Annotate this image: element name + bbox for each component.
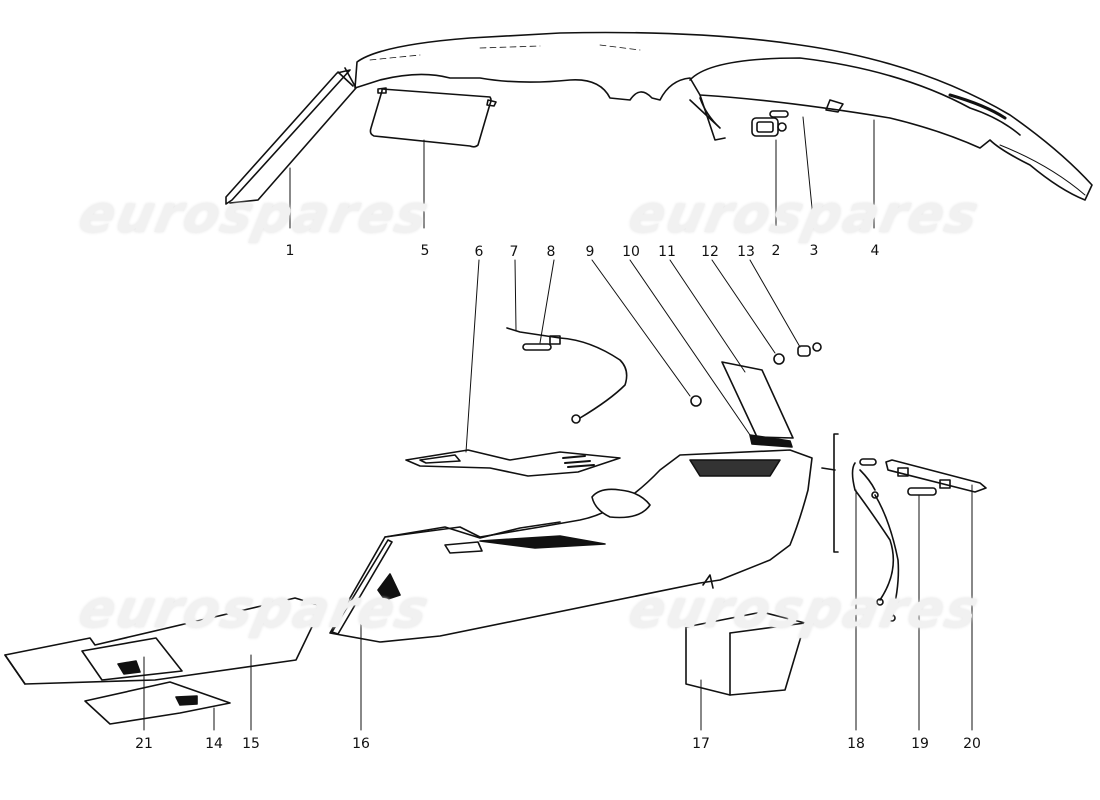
- storage-bin: [685, 611, 806, 696]
- callout-13: 13: [737, 244, 755, 260]
- callout-14: 14: [205, 736, 223, 752]
- console-tray-plate: [405, 449, 621, 477]
- callout-15: 15: [242, 736, 260, 752]
- callout-11: 11: [658, 244, 676, 260]
- light-bar: [885, 459, 987, 493]
- watermark: eurospares: [623, 580, 986, 640]
- callout-17: 17: [692, 736, 710, 752]
- floor-panel: [4, 597, 323, 685]
- light-lens: [769, 110, 789, 118]
- armrest-lid: [721, 361, 794, 448]
- callout-9: 9: [585, 244, 595, 260]
- callout-12: 12: [701, 244, 719, 260]
- callout-3: 3: [809, 243, 819, 259]
- watermark: eurospares: [73, 580, 436, 640]
- wiring-harness: [506, 327, 628, 424]
- callout-21: 21: [135, 736, 153, 752]
- lower-bracket: [84, 681, 231, 725]
- callout-7: 7: [509, 244, 519, 260]
- screw: [797, 342, 822, 357]
- callout-8: 8: [546, 244, 556, 260]
- callout-6: 6: [474, 244, 484, 260]
- callout-19: 19: [911, 736, 929, 752]
- watermark: eurospares: [623, 185, 986, 245]
- small-lens: [907, 487, 937, 496]
- callout-18: 18: [847, 736, 865, 752]
- sun-visor: [369, 87, 497, 148]
- a-pillar-trim: [225, 67, 357, 205]
- washer: [773, 353, 785, 365]
- callout-2: 2: [771, 243, 781, 259]
- callout-5: 5: [420, 243, 430, 259]
- callout-10: 10: [622, 244, 640, 260]
- watermark: eurospares: [73, 185, 436, 245]
- grommet: [690, 395, 702, 407]
- callout-1: 1: [285, 243, 295, 259]
- cable-harness: [851, 458, 900, 622]
- callout-4: 4: [870, 243, 880, 259]
- group-bracket: [821, 433, 839, 553]
- leader-lines: [143, 116, 973, 731]
- callout-16: 16: [352, 736, 370, 752]
- interior-light: [751, 117, 787, 137]
- center-console: [329, 449, 813, 643]
- callout-20: 20: [963, 736, 981, 752]
- roof-headliner: [354, 31, 1093, 201]
